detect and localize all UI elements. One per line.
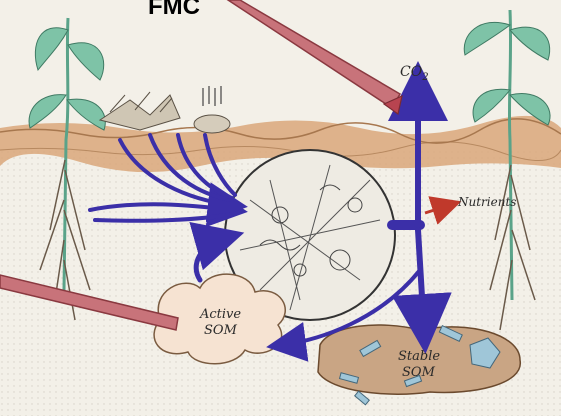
- stable-som-label-line2: SOM: [402, 365, 436, 380]
- fmc-title: FMC: [148, 0, 200, 20]
- active-som-label-line2: SOM: [204, 323, 238, 338]
- active-som-label-line1: Active: [199, 307, 241, 322]
- stable-som-label-line1: Stable: [398, 349, 440, 364]
- nutrients-label: Nutrients: [457, 195, 516, 209]
